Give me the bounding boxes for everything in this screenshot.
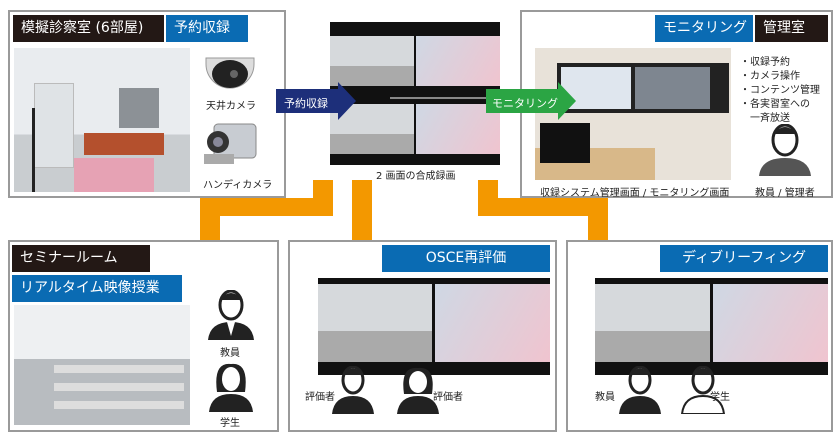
monitoring-arrow-label: モニタリング bbox=[492, 97, 558, 110]
evaluator-label: 評価者 bbox=[433, 392, 463, 403]
composite-caption: 2 画面の合成録画 bbox=[376, 171, 456, 182]
teacher-label: 教員 bbox=[220, 348, 240, 359]
debrief-video bbox=[595, 278, 828, 375]
feature-item: ・各実習室への bbox=[740, 99, 810, 110]
recording-room-title: 模擬診察室 (6部屋) bbox=[13, 15, 164, 42]
connector bbox=[200, 198, 333, 216]
handy-camera-label: ハンディカメラ bbox=[203, 180, 273, 191]
evaluator-icon bbox=[397, 367, 439, 414]
monitoring-badge: モニタリング bbox=[655, 15, 753, 42]
student-label: 学生 bbox=[220, 418, 240, 429]
ceiling-camera-icon bbox=[205, 57, 255, 89]
exam-room-photo bbox=[14, 48, 190, 192]
admin-person-icon bbox=[759, 124, 811, 176]
feature-list: ・収録予約 ・カメラ操作 ・コンテンツ管理 ・各実習室への 一斉放送 bbox=[740, 56, 820, 126]
osce-badge: OSCE再評価 bbox=[382, 245, 550, 272]
debrief-badge: ディブリーフィング bbox=[660, 245, 828, 272]
handy-camera-icon bbox=[204, 123, 257, 164]
seminar-room-photo bbox=[14, 305, 190, 425]
admin-person-label: 教員 / 管理者 bbox=[755, 188, 815, 199]
composite-video bbox=[330, 22, 500, 165]
ceiling-camera-label: 天井カメラ bbox=[206, 101, 256, 112]
monitoring-arrow bbox=[486, 82, 576, 120]
teacher-label: 教員 bbox=[595, 392, 615, 403]
recording-arrow-label: 予約収録 bbox=[284, 97, 328, 110]
evaluator-label: 評価者 bbox=[305, 392, 335, 403]
evaluator-icon bbox=[332, 366, 374, 414]
student-icon bbox=[680, 366, 726, 414]
feature-item: 一斉放送 bbox=[740, 113, 790, 124]
control-room-photo-caption: 収録システム管理画面 / モニタリング画面 bbox=[540, 188, 730, 199]
feature-item: ・収録予約 bbox=[740, 57, 790, 68]
control-room-title: 管理室 bbox=[755, 15, 828, 42]
teacher-icon bbox=[619, 366, 661, 414]
seminar-title: セミナールーム bbox=[12, 245, 150, 272]
seminar-badge: リアルタイム映像授業 bbox=[12, 275, 182, 302]
recording-badge: 予約収録 bbox=[166, 15, 248, 42]
student-icon bbox=[209, 363, 253, 412]
feature-item: ・コンテンツ管理 bbox=[740, 85, 820, 96]
connector bbox=[478, 198, 608, 216]
student-label: 学生 bbox=[710, 392, 730, 403]
teacher-icon bbox=[208, 290, 254, 340]
recording-arrow bbox=[276, 82, 356, 120]
feature-item: ・カメラ操作 bbox=[740, 71, 800, 82]
control-room-photo bbox=[535, 48, 731, 180]
osce-video bbox=[318, 278, 550, 375]
